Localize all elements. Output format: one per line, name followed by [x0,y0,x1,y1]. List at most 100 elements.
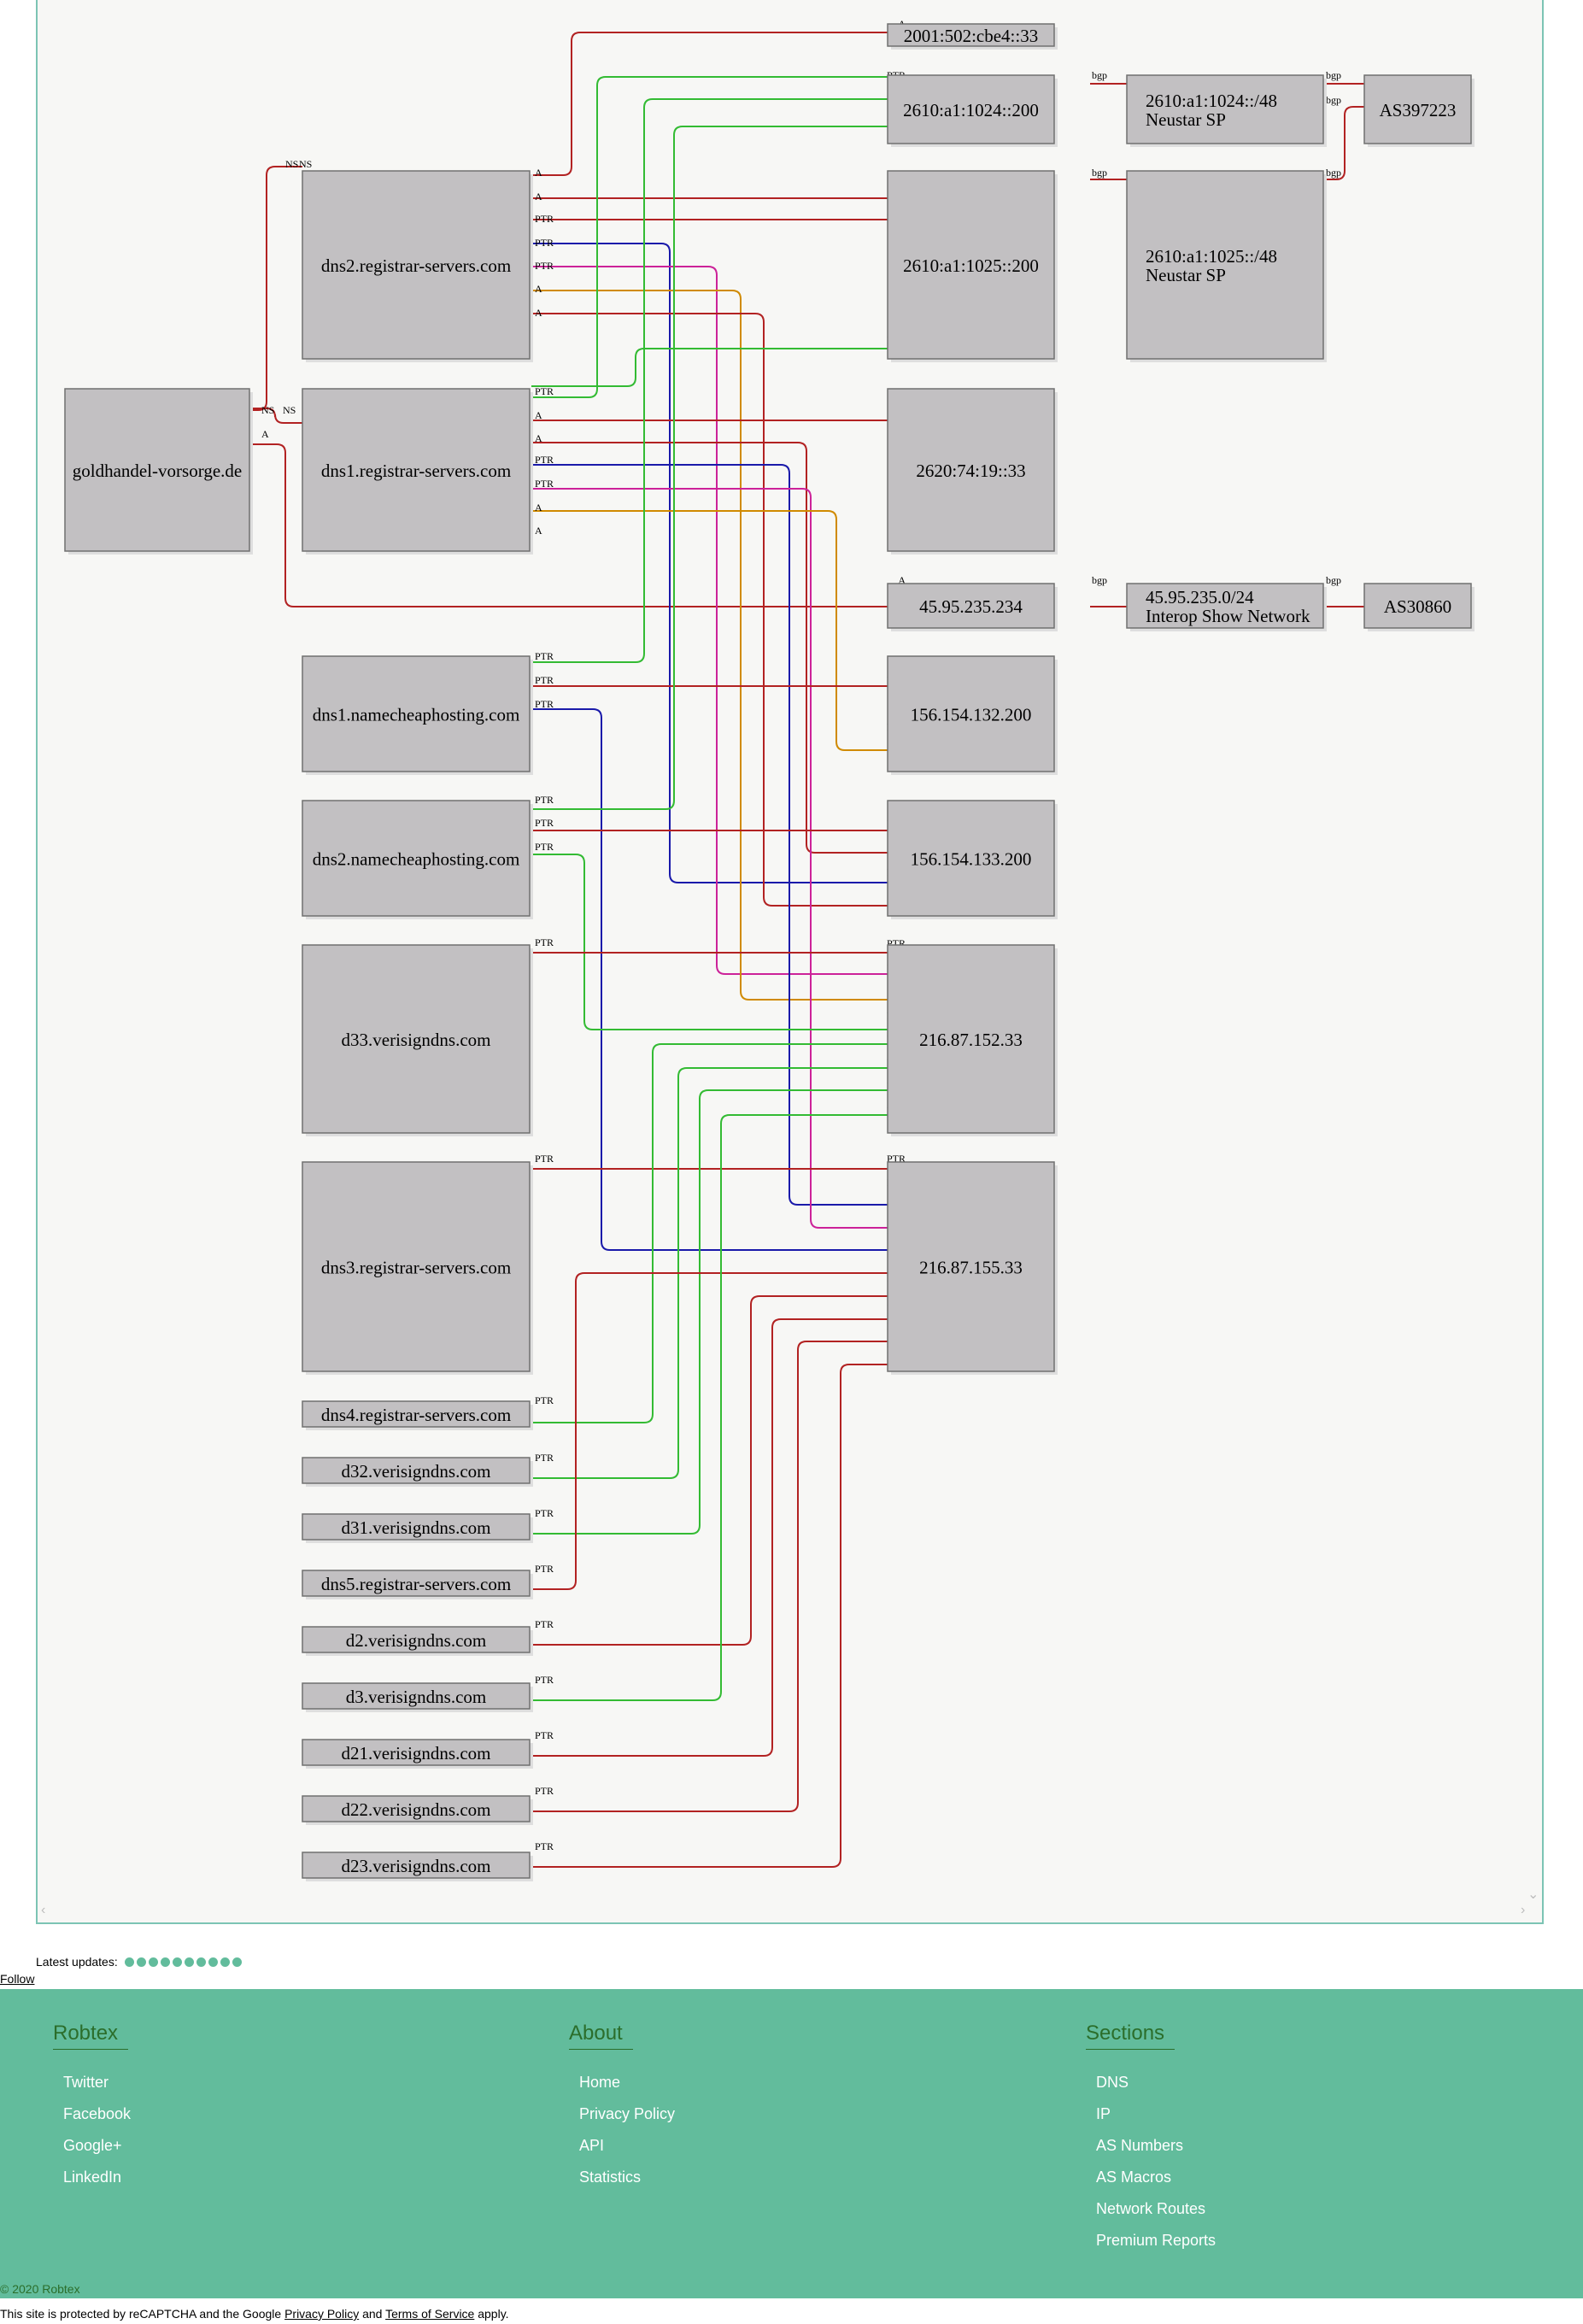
footer-link-as-macros[interactable]: AS Macros [1096,2168,1172,2186]
footer-col-title: About [569,2022,633,2050]
footer-link-privacy[interactable]: Privacy Policy [579,2105,676,2122]
edge-label: NS [283,404,296,416]
node-label: 45.95.235.0/24 [1146,587,1254,607]
edge-label: bgp [1092,574,1107,586]
graph-node-d33-verisigndns[interactable]: d33.verisigndns.com [302,944,533,1136]
footer-link-home[interactable]: Home [579,2074,621,2091]
graph-edge [531,510,888,751]
footer-link-twitter[interactable]: Twitter [63,2074,109,2091]
graph-node-d22-verisigndns[interactable]: d22.verisigndns.com [302,1795,533,1825]
graph-node-d31-verisigndns[interactable]: d31.verisigndns.com [302,1513,533,1543]
update-dots[interactable] [124,1957,242,1967]
graph-edge [531,313,888,907]
graph-node-as397223[interactable]: AS397223 [1363,74,1475,147]
update-dot[interactable] [184,1957,194,1967]
graph-node-ip-216-87-155-33[interactable]: 216.87.155.33 [887,1161,1058,1375]
footer-link-as-numbers[interactable]: AS Numbers [1096,2137,1184,2154]
update-dot[interactable] [220,1957,230,1967]
edge-label: PTR [535,1618,554,1630]
graph-node-ip-156-154-133-200[interactable]: 156.154.133.200 [887,800,1058,919]
graph-node-dns2-registrar-servers[interactable]: dns2.registrar-servers.com [302,170,533,362]
graph-edge [531,290,888,1001]
graph-node-ip-2620-74-19-33[interactable]: 2620:74:19::33 [887,388,1058,555]
graph-node-d2-verisigndns[interactable]: d2.verisigndns.com [302,1626,533,1656]
graph-node-dns5-registrar-servers[interactable]: dns5.registrar-servers.com [302,1570,533,1599]
update-dot[interactable] [160,1957,170,1967]
edge-label: A [535,409,542,421]
captcha-text: apply. [478,2307,509,2321]
graph-node-ip-45-95-235-234[interactable]: 45.95.235.234 [887,583,1058,631]
footer-link-linkedin[interactable]: LinkedIn [63,2168,122,2186]
graph-node-d3-verisigndns[interactable]: d3.verisigndns.com [302,1682,533,1712]
update-dot[interactable] [148,1957,158,1967]
edge-label: A [535,307,542,319]
graph-node-as30860[interactable]: AS30860 [1363,583,1475,631]
terms-link[interactable]: Terms of Service [385,2307,475,2321]
node-label: d23.verisigndns.com [342,1856,491,1876]
footer-link-googleplus[interactable]: Google+ [63,2137,122,2154]
node-label: d32.verisigndns.com [342,1461,491,1482]
node-label: dns1.namecheaphosting.com [313,705,520,725]
graph-node-dns2-namecheaphosting[interactable]: dns2.namecheaphosting.com [302,800,533,919]
update-dot[interactable] [208,1957,218,1967]
graph-edge [531,442,888,854]
graph-edge [531,854,888,1030]
node-label: 216.87.155.33 [919,1258,1023,1278]
edge-label: A [535,525,542,537]
scroll-down-icon[interactable]: ⌄ [1527,1887,1539,1902]
graph-node-ip-216-87-152-33[interactable]: 216.87.152.33 [887,944,1058,1136]
graph-node-ip-2610-a1-1024-200[interactable]: 2610:a1:1024::200 [887,74,1058,147]
graph-node-dns1-namecheaphosting[interactable]: dns1.namecheaphosting.com [302,655,533,775]
scroll-left-icon[interactable]: ‹ [41,1903,46,1917]
graph-node-ip-156-154-132-200[interactable]: 156.154.132.200 [887,655,1058,775]
graph-node-d32-verisigndns[interactable]: d32.verisigndns.com [302,1457,533,1487]
update-dot[interactable] [232,1957,242,1967]
node-label: Neustar SP [1146,265,1226,285]
footer-link-network-routes[interactable]: Network Routes [1096,2200,1206,2217]
graph-edge [531,1272,888,1590]
update-dot[interactable] [196,1957,206,1967]
node-label: Neustar SP [1146,109,1226,130]
graph-node-dns3-registrar-servers[interactable]: dns3.registrar-servers.com [302,1161,533,1375]
node-label: 216.87.152.33 [919,1030,1023,1050]
graph-edge [531,1341,888,1812]
graph-node-d23-verisigndns[interactable]: d23.verisigndns.com [302,1852,533,1881]
node-label: AS30860 [1384,596,1451,617]
scroll-right-icon[interactable]: › [1521,1903,1526,1917]
graph-edge [531,1089,888,1535]
footer-col-sections: Sections DNS IP AS Numbers AS Macros Net… [1086,2022,1216,2257]
node-label: 45.95.235.234 [919,596,1023,617]
graph-node-ip-2610-a1-1025-200[interactable]: 2610:a1:1025::200 [887,170,1058,362]
graph-edge [531,32,888,176]
update-dot[interactable] [136,1957,146,1967]
node-label: d33.verisigndns.com [342,1030,491,1050]
graph-node-dns4-registrar-servers[interactable]: dns4.registrar-servers.com [302,1400,533,1430]
latest-updates: Latest updates: [36,1955,242,1969]
privacy-policy-link[interactable]: Privacy Policy [284,2307,360,2321]
update-dot[interactable] [124,1957,134,1967]
footer-link-dns[interactable]: DNS [1096,2074,1129,2091]
graph-node-domain[interactable]: goldhandel-vorsorge.de [64,388,253,555]
edge-label: PTR [535,817,554,829]
graph-node-d21-verisigndns[interactable]: d21.verisigndns.com [302,1739,533,1769]
graph-node-dns1-registrar-servers[interactable]: dns1.registrar-servers.com [302,388,533,555]
graph-edge [531,76,888,398]
edge-label: PTR [535,936,554,948]
footer-link-premium-reports[interactable]: Premium Reports [1096,2232,1217,2249]
follow-link[interactable]: Follow [0,1972,35,1986]
footer-link-facebook[interactable]: Facebook [63,2105,132,2122]
edge-label: PTR [535,1507,554,1519]
footer-link-statistics[interactable]: Statistics [579,2168,642,2186]
footer-link-api[interactable]: API [579,2137,605,2154]
edge-label: PTR [535,1674,554,1686]
edge-layer [251,32,1364,1868]
update-dot[interactable] [172,1957,182,1967]
graph-edge [531,1295,888,1646]
footer-link-ip[interactable]: IP [1096,2105,1111,2122]
graph-node-ip-2001-502-cbe4-33[interactable]: 2001:502:cbe4::33 [887,23,1058,50]
node-label: 2610:a1:1025::/48 [1146,246,1277,267]
